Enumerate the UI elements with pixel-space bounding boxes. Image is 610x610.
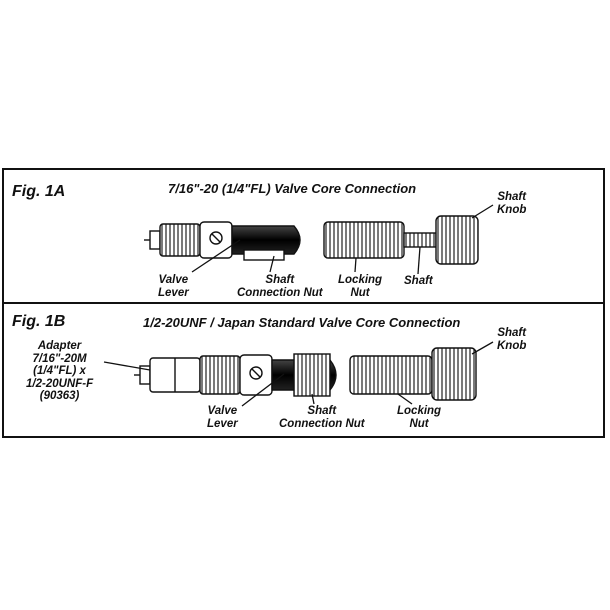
fig-1b-leader-lines [103,341,494,407]
fig-1b-tool [134,347,477,401]
fig-1a-knob-leader [471,204,494,219]
fig-1b-connection-nut-leader [311,393,315,405]
fig-1b-shaft-connection-nut-label: Shaft Connection Nut [279,405,365,430]
fig-1a-shaft [403,232,437,248]
fig-1a-tool [144,215,479,265]
figure-divider [2,302,605,304]
fig-1a-nut-ring [243,249,285,261]
fig-1a-leader-lines [191,204,494,275]
fig-1a-shaft-knob-label: Shaft Knob [497,191,527,216]
fig-1b-label: Fig. 1B [12,313,66,330]
fig-1a-locking-nut-leader [354,257,357,273]
fig-1a-title: 7/16"-20 (1/4"FL) Valve Core Connection [168,181,417,196]
fig-1b-title: 1/2-20UNF / Japan Standard Valve Core Co… [143,315,461,330]
fig-1a-label: Fig. 1A [12,183,66,200]
fig-1a-valve-lever-label: Valve Lever [158,274,189,299]
fig-1b-nut-ring [293,353,331,397]
fig-1b-locking-nut-label: Locking Nut [397,405,442,430]
fig-1b-shaft-knob [431,347,477,401]
fig-1a-end-fitting [149,230,161,250]
fig-1b-locking-nut-leader [397,393,413,405]
fig-1b-locking-nut [349,355,433,395]
fig-1b-adapter-leader [103,361,151,371]
fig-1a-locking-nut [323,221,405,259]
fig-1b-shaft-knob-label: Shaft Knob [497,327,527,352]
fig-1a-shaft-connection-nut [231,225,301,255]
fig-1a-shaft-label: Shaft [404,275,433,287]
fig-1b-knob-leader [471,341,494,355]
fig-1a-connection-nut-leader [269,255,275,273]
fig-1a-shaft-connection-nut-label: Shaft Connection Nut [237,274,323,299]
fig-1b-valve-lever-label: Valve Lever [207,405,238,430]
fig-1b-lever-leader [241,373,285,407]
fig-1a-lever-leader [191,239,241,273]
fig-1a-shaft-leader [417,246,421,275]
fig-1b-coupling-nut [199,355,241,395]
fig-1b-adapter-label: Adapter 7/16"-20M (1/4"FL) x 1/2-20UNF-F… [26,340,94,402]
fig-1a-coupling-nut [159,223,201,257]
fig-1a-locking-nut-label: Locking Nut [338,274,383,299]
fig-1a-shaft-knob [435,215,479,265]
